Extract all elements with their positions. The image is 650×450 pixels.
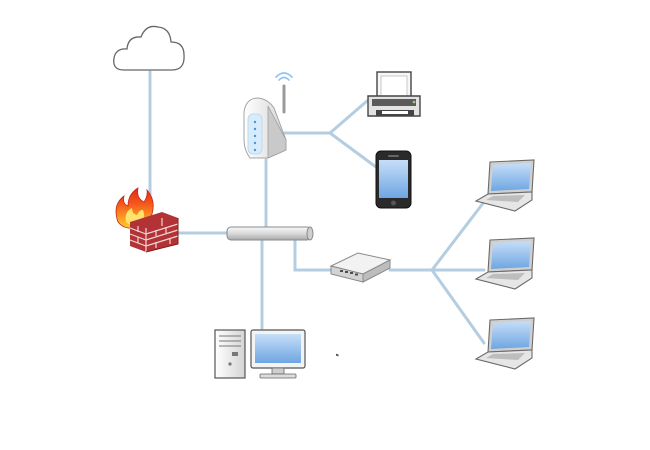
links <box>148 70 486 345</box>
cloud-icon <box>113 25 185 71</box>
link-backbone-switch <box>293 238 332 272</box>
wifi-router-icon <box>243 72 293 159</box>
link-hub-laptop-3 <box>430 268 486 345</box>
laptop-icon <box>474 317 535 370</box>
bus-pipe-icon <box>226 226 314 241</box>
laptop-icon <box>474 237 535 290</box>
firewall-icon <box>115 187 179 253</box>
link-hub-smartphone <box>328 131 378 169</box>
link-hub-laptop-1 <box>430 200 486 272</box>
desktop-computer-icon <box>214 329 306 379</box>
printer-icon <box>367 71 421 117</box>
laptop-icon <box>474 159 535 212</box>
link-hub-printer <box>328 99 369 135</box>
network-switch-icon <box>329 252 392 357</box>
smartphone-icon <box>375 150 412 209</box>
